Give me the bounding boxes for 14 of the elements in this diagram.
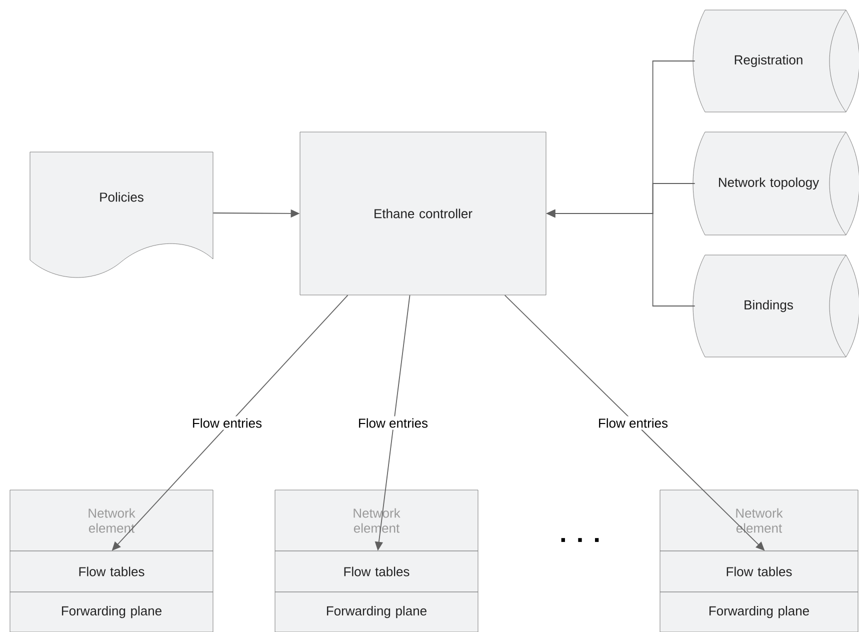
- ellipsis: . . .: [561, 538, 599, 542]
- database-cylinder: Registration: [692, 10, 859, 112]
- node-label: Flow tables: [344, 566, 410, 576]
- node-label: Forwarding plane: [326, 606, 426, 618]
- edge-label: Flow entries: [356, 416, 430, 430]
- database-cylinder: Network topology: [692, 132, 859, 236]
- node-label: Flow tables: [79, 566, 144, 576]
- node-label: Forwarding plane: [709, 606, 809, 618]
- database-cylinder: Bindings: [692, 254, 859, 358]
- node-label: Flow tables: [726, 566, 792, 576]
- edge-label: Flow entries: [190, 416, 264, 430]
- edge-label: Flow entries: [596, 416, 670, 430]
- node-label: Forwarding plane: [62, 606, 162, 618]
- controller-box: Ethane controller: [300, 132, 546, 296]
